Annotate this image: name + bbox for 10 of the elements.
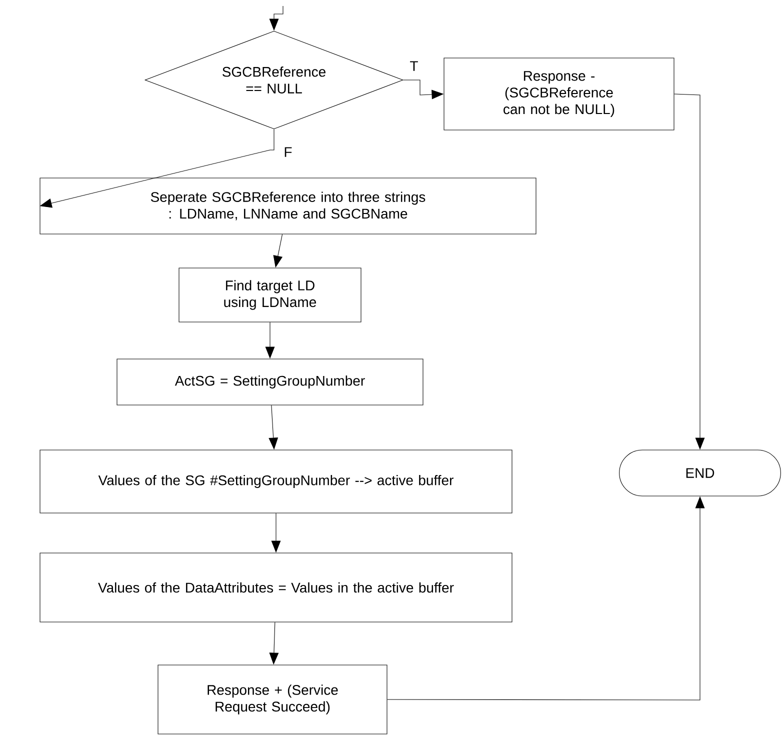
edge-label: T xyxy=(408,60,420,72)
process-box: Values of the DataAttributes = Values in the active buffer xyxy=(40,552,512,622)
process-box: Find target LD using LDName xyxy=(178,268,362,322)
process-box: Seperate SGCBReference into three strings : LDName, LNName and SGCBName xyxy=(40,178,536,234)
process-box: ActSG = SettingGroupNumber xyxy=(116,358,424,406)
process-box: Values of the SG #SettingGroupNumber --> active buffer xyxy=(40,450,512,514)
process-box: Response - (SGCBReference can not be NULL) xyxy=(444,58,674,130)
process-box: Response + (Service Request Succeed) xyxy=(158,664,388,734)
edge-label: F xyxy=(282,146,294,158)
terminal-box: END xyxy=(619,450,781,496)
